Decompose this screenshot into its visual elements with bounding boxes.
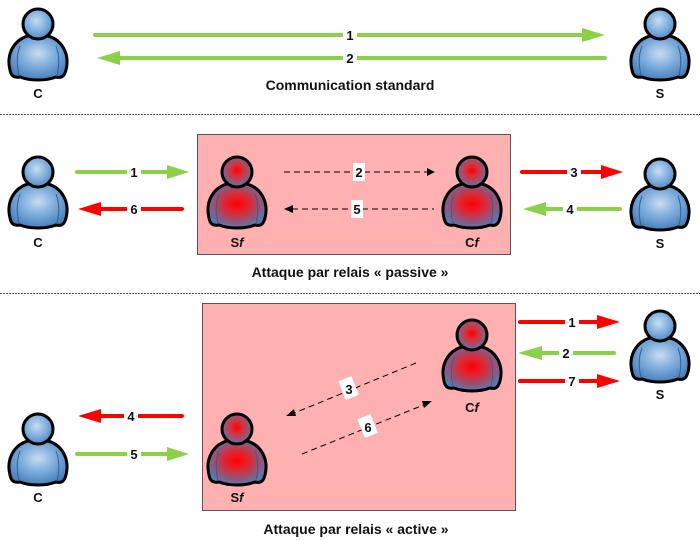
section-caption: Attaque par relais « passive » [252,264,449,280]
message-number: 3 [345,382,352,397]
fake-client-label: Cf [465,235,480,250]
message-arrow-1: 1 [93,27,605,43]
message-number: 2 [562,346,569,361]
message-number: 1 [130,165,137,180]
message-number: 7 [568,374,575,389]
message-number: 5 [353,202,360,217]
message-number: 2 [346,51,353,66]
message-arrow-2: 2 [284,163,435,181]
message-arrow-2: 2 [518,345,616,361]
client-label: C [33,86,43,101]
message-arrow-7: 7 [518,373,620,389]
server-label: S [656,86,665,101]
message-number: 1 [568,315,575,330]
message-arrow-4: 4 [523,201,622,217]
section-caption: Communication standard [266,77,435,93]
message-arrow-6: 6 [78,201,184,217]
message-number: 6 [364,420,371,435]
message-number: 3 [570,165,577,180]
fake-client-label: Cf [465,400,480,415]
message-number: 6 [130,202,137,217]
message-arrow-5: 5 [284,200,434,218]
section-caption: Attaque par relais « active » [263,521,448,537]
server-label: S [656,236,665,251]
message-arrow-4: 4 [78,408,184,424]
message-number: 2 [355,165,362,180]
message-number: 4 [127,409,135,424]
message-arrow-2: 2 [97,50,607,66]
message-arrow-1: 1 [518,314,620,330]
message-number: 4 [566,202,574,217]
message-arrow-1: 1 [75,164,189,180]
message-number: 1 [346,28,353,43]
fake-server-label: Sf [230,235,245,250]
section-active: C Sf Cf S 1 2 7 [7,303,691,537]
message-arrow-3: 3 [286,362,417,416]
server-person-icon [629,7,691,82]
message-arrow-3: 3 [520,164,623,180]
message-number: 5 [130,447,137,462]
client-person-icon [7,412,69,487]
client-label: C [33,490,43,505]
section-standard: C S 1 2 Communication standard [7,7,691,101]
section-passive: C Sf Cf S 1 6 2 [7,134,691,280]
fake-server-label: Sf [230,490,245,505]
server-label: S [656,387,665,402]
client-person-icon [7,7,69,82]
message-arrow-6: 6 [301,401,432,455]
client-person-icon [7,155,69,230]
client-label: C [33,235,43,250]
message-arrow-5: 5 [75,446,189,462]
server-person-icon [629,309,691,384]
server-person-icon [629,157,691,232]
